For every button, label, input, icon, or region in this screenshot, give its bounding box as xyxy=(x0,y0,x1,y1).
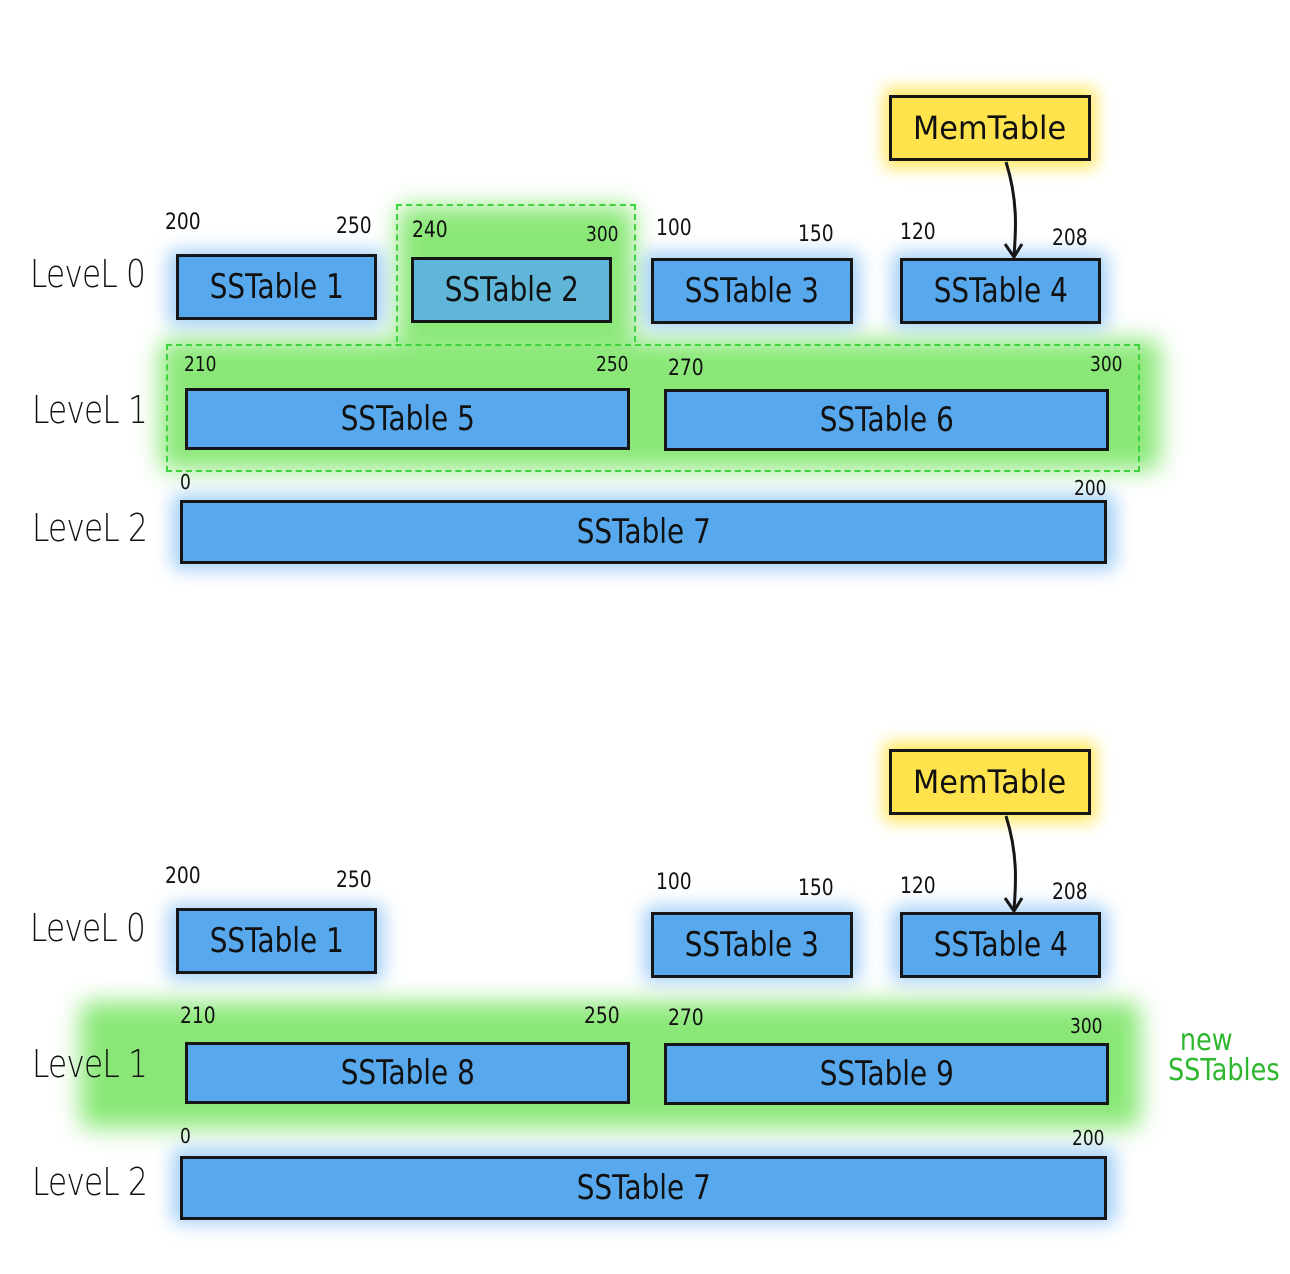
sstable-7: SSTable 7 xyxy=(180,1156,1107,1220)
max-key: 300 xyxy=(1070,1014,1103,1038)
min-key: 270 xyxy=(668,356,704,381)
max-key: 250 xyxy=(336,214,372,239)
sstable-4: SSTable 4 xyxy=(900,912,1101,978)
min-key: 210 xyxy=(184,352,217,376)
compaction-boundary-l1 xyxy=(166,344,1140,472)
min-key: 100 xyxy=(656,870,692,895)
max-key: 250 xyxy=(596,352,629,376)
sstable-label: SSTable 1 xyxy=(209,921,344,961)
panel-after-compaction: MemTable LeveL 0 LeveL 1 LeveL 2 200 250… xyxy=(0,654,1290,1274)
flush-arrow-icon xyxy=(1003,161,1024,260)
sstable-5: SSTable 5 xyxy=(185,388,630,450)
max-key: 208 xyxy=(1052,880,1088,905)
max-key: 200 xyxy=(1074,476,1107,500)
level-label: LeveL 1 xyxy=(32,1042,148,1086)
new-sstables-note: new SSTables xyxy=(1168,1026,1280,1086)
level-label: LeveL 0 xyxy=(30,252,146,296)
sstable-label: SSTable 4 xyxy=(933,271,1068,311)
memtable-label: MemTable xyxy=(913,109,1067,147)
min-key: 210 xyxy=(180,1004,216,1029)
sstable-4: SSTable 4 xyxy=(900,258,1101,324)
sstable-label: SSTable 7 xyxy=(576,1168,711,1208)
min-key: 100 xyxy=(656,216,692,241)
sstable-9: SSTable 9 xyxy=(664,1043,1109,1105)
note-line-2: SSTables xyxy=(1168,1053,1280,1088)
level-label: LeveL 2 xyxy=(32,1160,148,1204)
sstable-label: SSTable 1 xyxy=(209,267,344,307)
level-label: LeveL 2 xyxy=(32,506,148,550)
memtable-label: MemTable xyxy=(913,763,1067,801)
min-key: 120 xyxy=(900,874,936,899)
compaction-boundary-l0 xyxy=(396,204,636,342)
max-key: 300 xyxy=(586,222,619,246)
min-key: 0 xyxy=(180,470,191,494)
note-line-1: new xyxy=(1179,1023,1233,1058)
sstable-label: SSTable 2 xyxy=(444,270,579,310)
memtable-box: MemTable xyxy=(889,749,1091,815)
sstable-label: SSTable 5 xyxy=(340,399,475,439)
min-key: 240 xyxy=(412,218,448,243)
sstable-label: SSTable 4 xyxy=(933,925,1068,965)
level-label: LeveL 1 xyxy=(32,388,148,432)
sstable-1: SSTable 1 xyxy=(176,908,377,974)
min-key: 200 xyxy=(165,864,201,889)
flush-arrow-icon xyxy=(1003,815,1024,914)
sstable-7: SSTable 7 xyxy=(180,500,1107,564)
max-key: 208 xyxy=(1052,226,1088,251)
min-key: 200 xyxy=(165,210,201,235)
sstable-label: SSTable 7 xyxy=(576,512,711,552)
sstable-label: SSTable 3 xyxy=(684,925,820,965)
panel-before-compaction: MemTable LeveL 0 LeveL 1 LeveL 2 200 250… xyxy=(0,0,1290,620)
max-key: 200 xyxy=(1072,1126,1105,1150)
min-key: 0 xyxy=(180,1124,191,1148)
max-key: 150 xyxy=(798,876,834,901)
max-key: 300 xyxy=(1090,352,1123,376)
memtable-box: MemTable xyxy=(889,95,1091,161)
sstable-label: SSTable 8 xyxy=(340,1053,475,1093)
sstable-label: SSTable 3 xyxy=(684,271,820,311)
max-key: 250 xyxy=(336,868,372,893)
sstable-3: SSTable 3 xyxy=(651,258,853,324)
min-key: 120 xyxy=(900,220,936,245)
sstable-1: SSTable 1 xyxy=(176,254,377,320)
max-key: 150 xyxy=(798,222,834,247)
max-key: 250 xyxy=(584,1004,620,1029)
sstable-8: SSTable 8 xyxy=(185,1042,630,1104)
min-key: 270 xyxy=(668,1006,704,1031)
sstable-2: SSTable 2 xyxy=(411,257,612,323)
sstable-label: SSTable 9 xyxy=(819,1054,954,1094)
level-label: LeveL 0 xyxy=(30,906,146,950)
sstable-label: SSTable 6 xyxy=(819,400,954,440)
sstable-3: SSTable 3 xyxy=(651,912,853,978)
sstable-6: SSTable 6 xyxy=(664,389,1109,451)
